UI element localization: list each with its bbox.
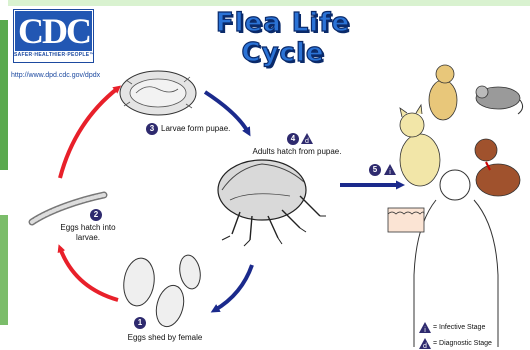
arrow-adult-to-eggs [215,265,252,310]
legend-infective-label: = Infective Stage [433,324,485,331]
arrow-eggs-to-larvae [60,248,118,300]
diagnostic-stage-icon: d [300,132,314,145]
stage-4-badge-letter: d [305,138,309,145]
infective-stage-icon: i [383,163,397,176]
stage-4-number: 4 [287,133,299,145]
legend-diagnostic-icon: d [418,337,432,350]
dog-illustration [475,139,520,196]
legend-infective-icon: i [418,321,432,334]
stage-4-label: Adults hatch from pupae. [242,147,352,157]
stage-3-number: 3 [146,123,158,135]
stage-5-number: 5 [369,164,381,176]
stage-3-label: Larvae form pupae. [161,124,251,134]
stage-1-number: 1 [134,317,146,329]
eggs-illustration [121,254,203,330]
skin-cross-section-illustration [388,208,424,232]
squirrel-illustration [429,65,457,120]
legend-diagnostic-label: = Diagnostic Stage [433,340,492,347]
adult-flea-illustration [218,160,326,246]
stage-1-label: Eggs shed by female [110,333,220,343]
cat-illustration [400,105,440,186]
pupa-illustration [120,71,196,115]
stage-2-number: 2 [90,209,102,221]
stage-2-label: Eggs hatch into larvae. [48,223,128,243]
rat-illustration [476,86,523,114]
arrow-larvae-to-pupae [60,88,118,178]
